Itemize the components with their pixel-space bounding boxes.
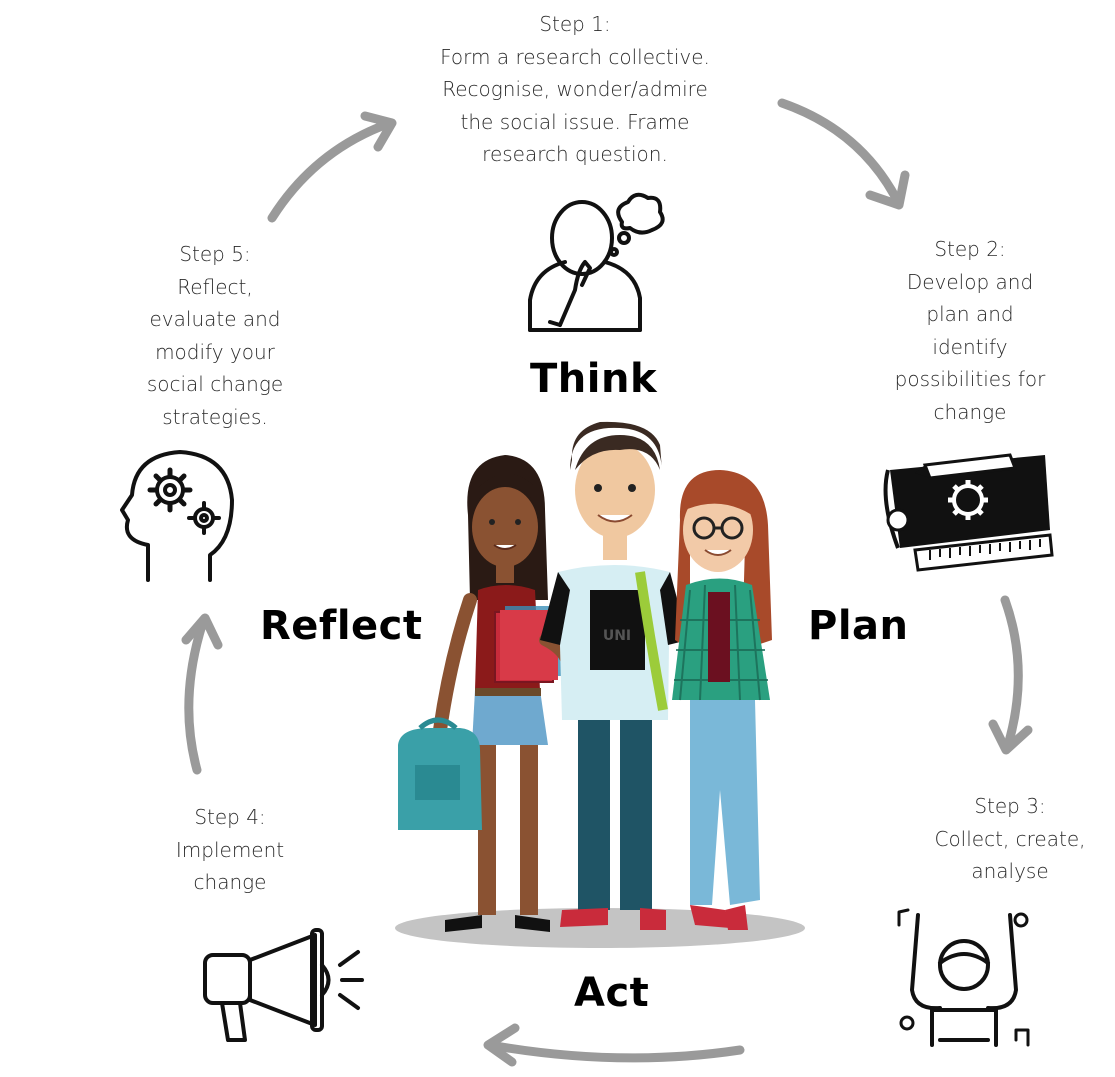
thinking-person-icon [528,192,665,332]
arrow-step1-to-step2 [777,98,902,205]
step1-text: Step 1: Form a research collective. Reco… [440,12,710,166]
arrow-head-act-to-implement [483,1023,520,1067]
step2-text: Step 2: Develop and plan and identify po… [894,237,1046,424]
step5-text: Step 5: Reflect, evaluate and modify you… [146,242,284,429]
step3-text: Step 3: Collect, create, analyse [934,794,1086,883]
step4-text: Step 4: Implement change [175,805,285,894]
arrow-step5-to-step1 [267,118,395,223]
arrow-head-step1-to-step2 [865,170,910,210]
student-right-girl [672,470,772,930]
arrow-act-to-implement [485,1040,745,1063]
blueprint-gear-icon [883,453,1054,572]
student-left-girl [398,455,574,932]
svg-text:UNI: UNI [603,628,631,644]
arrow-step4-to-reflect [184,617,208,775]
megaphone-icon [203,928,364,1042]
stage-label-act: Act [574,970,650,1016]
arrow-head-step5-to-step1 [360,111,397,152]
celebrating-person-icon [897,908,1030,1047]
stage-label-plan: Plan [808,603,909,649]
stage-label-think: Think [530,356,658,402]
student-middle-boy: UNI [540,421,688,930]
arrow-plan-to-step3 [1000,595,1023,750]
arrow-head-plan-to-step3 [988,719,1033,755]
head-gears-icon [120,450,234,582]
arrow-head-step4-to-reflect [181,613,223,650]
stage-label-reflect: Reflect [260,603,423,649]
